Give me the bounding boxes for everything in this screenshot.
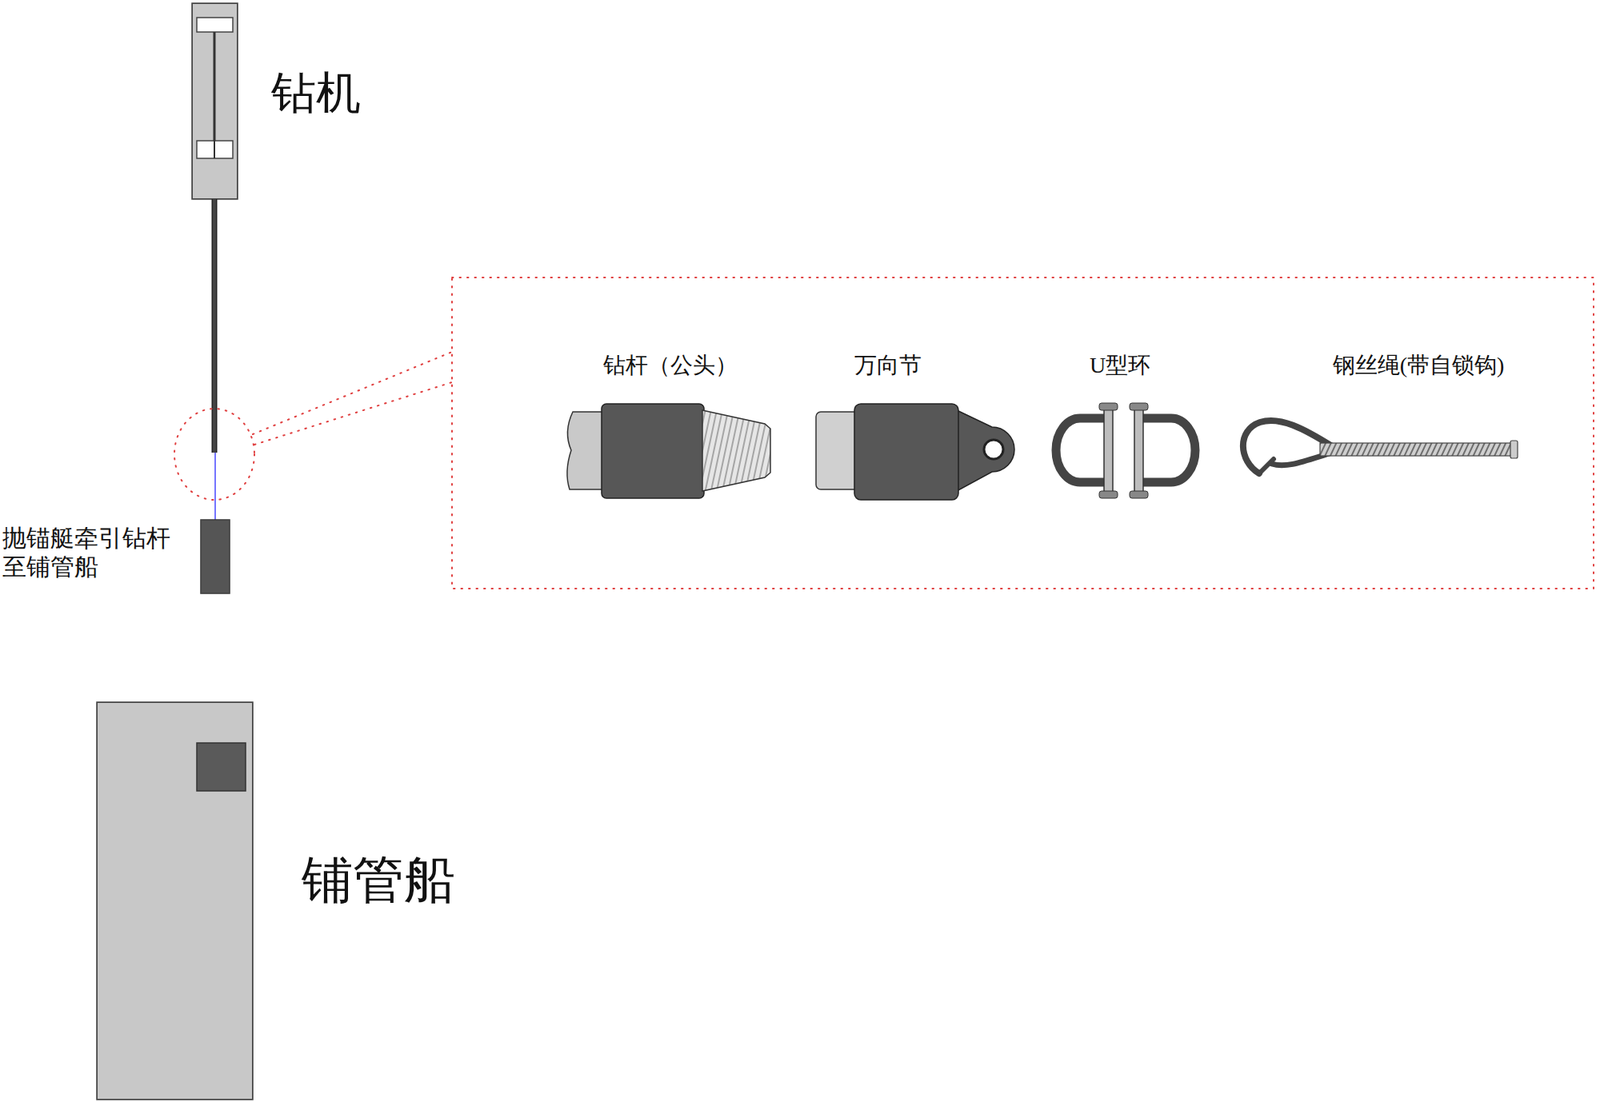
u-shackle (1056, 403, 1196, 499)
drill-pipe-pin (567, 404, 771, 499)
wire-rope-hook (1243, 420, 1518, 474)
drill-rod (212, 199, 218, 453)
part-name: 万向节 (854, 353, 922, 379)
anchor-boat-box: 抛锚艇牵引钻杆至铺管船 (200, 520, 230, 594)
part-name: 钻杆（公头） (603, 353, 738, 379)
callout (174, 277, 1594, 589)
part-name: 钢丝绳(带自锁钩) (1332, 353, 1505, 379)
pipe-laying-vessel (96, 702, 253, 1100)
drill-rig (192, 3, 238, 200)
node-label: 钻机 (271, 69, 361, 117)
node-label: 抛锚艇牵引钻杆至铺管船 (2, 524, 180, 582)
tow-line (214, 199, 216, 520)
node-label: 铺管船 (301, 853, 456, 908)
drill-rig-box: 钻机 (192, 3, 238, 200)
vessel-box: 铺管船 (96, 702, 253, 1100)
part-name: U型环 (1089, 353, 1151, 379)
universal-joint (816, 404, 1015, 500)
anchor-boat (200, 520, 230, 594)
